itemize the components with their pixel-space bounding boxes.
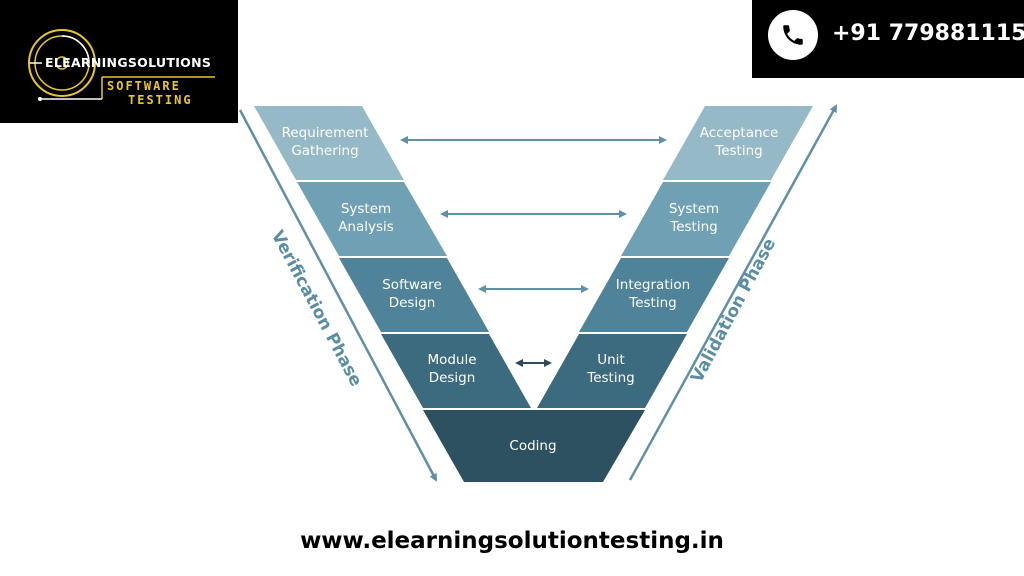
phase-shape <box>537 334 687 408</box>
phase-label: Integration <box>616 277 690 293</box>
phone-icon[interactable] <box>768 10 818 60</box>
phase-shape <box>297 182 447 256</box>
phase-label: Unit <box>597 352 624 368</box>
phase-label: Testing <box>586 370 634 386</box>
phase-label: System <box>669 201 719 217</box>
phase-label: Acceptance <box>700 125 779 141</box>
validation-arrow <box>628 104 838 481</box>
phase-shape <box>621 182 771 256</box>
phase-label: System <box>341 201 391 217</box>
verification-arrow <box>238 109 438 482</box>
phase-label: Design <box>429 370 476 386</box>
phase-label: Module <box>427 352 476 368</box>
logo: ELEARNINGSOLUTIONS SOFTWARE TESTING <box>0 0 238 123</box>
contact-banner: +91 7798811155 <box>752 0 1024 78</box>
phase-label: Gathering <box>291 143 358 159</box>
logo-emblem-icon <box>28 29 215 101</box>
phase-shape <box>254 106 404 180</box>
coding-label: Coding <box>509 438 556 454</box>
phase-label: Testing <box>628 295 676 311</box>
phone-number[interactable]: +91 7798811155 <box>832 21 1024 46</box>
validation-phase-label: Validation Phase <box>687 235 780 386</box>
phase-label: Testing <box>669 219 717 235</box>
phase-label: Software <box>382 277 442 293</box>
logo-tagline-line2: TESTING <box>128 93 193 107</box>
phase-label: Design <box>389 295 436 311</box>
phase-shape <box>663 106 813 180</box>
coding-shape <box>423 410 645 482</box>
phase-shape <box>339 258 489 332</box>
phase-label: Analysis <box>338 219 394 235</box>
phase-shape <box>381 334 531 408</box>
website-url[interactable]: www.elearningsolutiontesting.in <box>300 528 724 554</box>
phase-shape <box>579 258 729 332</box>
logo-tagline-line1: SOFTWARE <box>107 79 181 93</box>
phase-label: Requirement <box>282 125 369 141</box>
logo-brand-text: ELEARNINGSOLUTIONS <box>45 55 212 70</box>
phase-label: Testing <box>714 143 762 159</box>
